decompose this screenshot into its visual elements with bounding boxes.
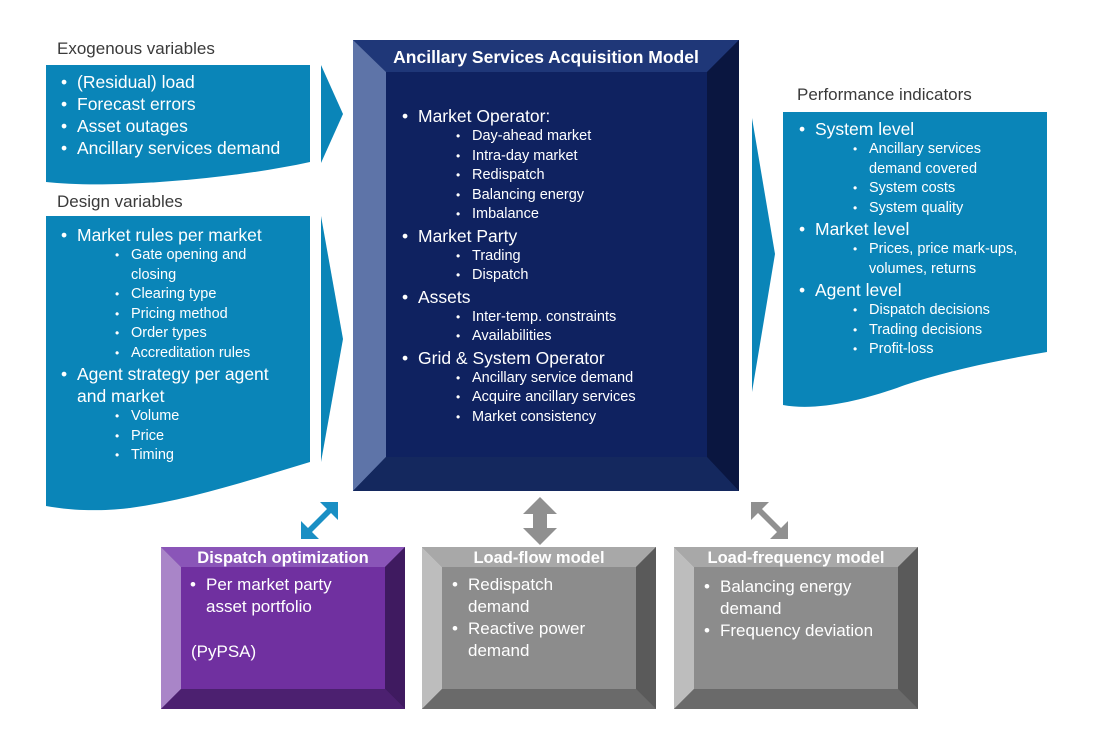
exogenous-list: (Residual) load Forecast errors Asset ou…: [55, 71, 280, 159]
performance-subitem: Prices, price mark-ups, volumes, returns: [847, 240, 1029, 279]
exogenous-heading: Exogenous variables: [57, 39, 215, 58]
loadfreq-item: Frequency deviation: [698, 620, 878, 642]
loadfreq-item: Balancing energy demand: [698, 576, 878, 620]
agent-strategy-subitem: Volume: [109, 407, 305, 427]
market-rules-subitem: Pricing method: [109, 305, 305, 325]
loadfreq-title: Load-frequency model: [707, 549, 885, 567]
exogenous-item: Ancillary services demand: [55, 137, 280, 159]
dispatch-item: Per market party asset portfolio: [184, 574, 374, 618]
loadflow-link-arrow: [523, 497, 557, 545]
model-subitem: Dispatch: [450, 266, 706, 286]
market-rules-subitem: Clearing type: [109, 285, 305, 305]
dispatch-list: Per market party asset portfolio: [184, 574, 374, 618]
performance-subitem: Ancillary services demand covered: [847, 140, 1019, 179]
model-group-label: Market Party: [396, 225, 706, 247]
performance-heading: Performance indicators: [797, 85, 972, 104]
dispatch-title: Dispatch optimization: [197, 549, 369, 567]
design-heading: Design variables: [57, 192, 183, 211]
model-group-label: Grid & System Operator: [396, 347, 706, 369]
exogenous-item: Asset outages: [55, 115, 280, 137]
performance-group-label: Agent level: [793, 279, 1043, 301]
exogenous-item: (Residual) load: [55, 71, 280, 93]
agent-strategy-subitem: Timing: [109, 446, 305, 466]
performance-subitem: Trading decisions: [847, 321, 1043, 341]
model-subitem: Market consistency: [450, 408, 706, 428]
performance-subitem: Profit-loss: [847, 340, 1043, 360]
model-subitem: Intra-day market: [450, 147, 706, 167]
model-subitem: Redispatch: [450, 166, 706, 186]
market-rules-subitem: Gate opening and closing: [109, 246, 281, 285]
loadflow-list: Redispatch demand Reactive power demand: [446, 574, 616, 662]
performance-list: System level Ancillary services demand c…: [793, 118, 1043, 360]
model-subitem: Trading: [450, 247, 706, 267]
dispatch-box: [161, 547, 405, 709]
performance-subitem: Dispatch decisions: [847, 301, 1043, 321]
agent-strategy-item: Agent strategy per agent and market: [55, 363, 292, 407]
model-subitem: Balancing energy: [450, 186, 706, 206]
performance-subitem: System quality: [847, 199, 1043, 219]
agent-strategy-subitem: Price: [109, 427, 305, 447]
model-subitem: Ancillary service demand: [450, 369, 706, 389]
model-subitem: Availabilities: [450, 327, 706, 347]
design-list: Market rules per market Gate opening and…: [55, 224, 305, 466]
design-arrow: [321, 216, 343, 462]
output-arrow: [752, 118, 775, 392]
model-title: Ancillary Services Acquisition Model: [393, 47, 699, 67]
loadfreq-list: Balancing energy demand Frequency deviat…: [698, 576, 878, 642]
dispatch-link-arrow: [301, 502, 338, 539]
model-subitem: Inter-temp. constraints: [450, 308, 706, 328]
performance-group-label: Market level: [793, 218, 1043, 240]
model-list: Market Operator: Day-ahead market Intra-…: [396, 105, 706, 427]
market-rules-subitem: Order types: [109, 324, 305, 344]
performance-subitem: System costs: [847, 179, 1043, 199]
market-rules-subitem: Accreditation rules: [109, 344, 305, 364]
model-subitem: Day-ahead market: [450, 127, 706, 147]
market-rules-item: Market rules per market: [55, 224, 305, 246]
dispatch-note: (PyPSA): [191, 642, 257, 661]
model-group-label: Market Operator:: [396, 105, 706, 127]
exogenous-arrow: [321, 65, 343, 163]
model-group-label: Assets: [396, 286, 706, 308]
performance-group-label: System level: [793, 118, 1043, 140]
model-subitem: Imbalance: [450, 205, 706, 225]
exogenous-item: Forecast errors: [55, 93, 280, 115]
loadflow-item: Redispatch demand: [446, 574, 616, 618]
loadfreq-link-arrow: [751, 502, 788, 539]
loadflow-title: Load-flow model: [473, 549, 605, 567]
model-subitem: Acquire ancillary services: [450, 388, 706, 408]
loadflow-item: Reactive power demand: [446, 618, 616, 662]
